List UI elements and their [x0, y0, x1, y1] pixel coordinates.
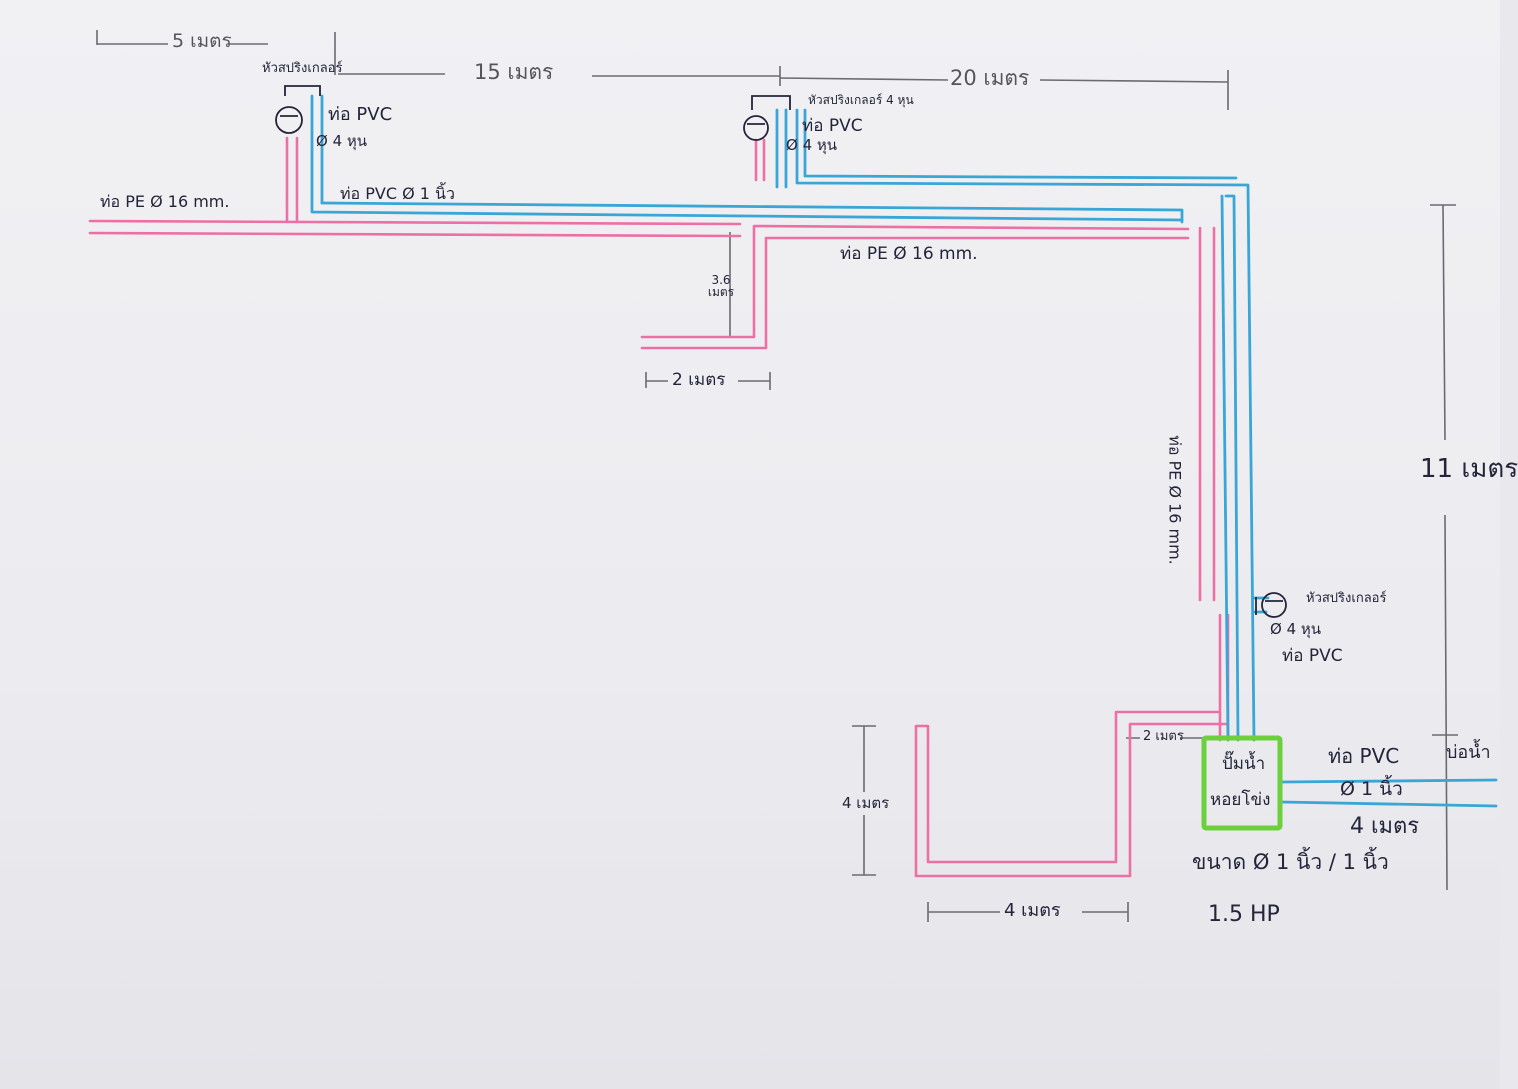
- pe-pipe-network: [88, 136, 1230, 878]
- dimension-lines: [96, 30, 1458, 922]
- pe-pipe-drop-left: [285, 136, 299, 223]
- sprinkler-3-label: หัวสปริงเกลอร์: [1306, 591, 1387, 606]
- pipe-pe-left-label: ท่อ PE Ø 16 mm.: [100, 192, 230, 211]
- pvc-pipe-mid-riser: [775, 108, 788, 189]
- dim-label-lower-left: 4 เมตร: [842, 794, 890, 812]
- pe-pipe-main-left: [88, 219, 742, 238]
- pump-box: [1201, 735, 1283, 831]
- sprinkler-heads: [275, 85, 1287, 618]
- dim-label-top-right: 20 เมตร: [950, 66, 1030, 90]
- sprinkler-2-size-label: Ø 4 หุน: [786, 136, 838, 154]
- dim-line-top-mid: [334, 32, 781, 86]
- dim-line-top-left: [96, 30, 268, 45]
- pe-pipe-lower-loop: [914, 710, 1230, 878]
- dim-label-lower-link: 2 เมตร: [1143, 729, 1184, 744]
- dim-label-top-left: 5 เมตร: [172, 30, 232, 52]
- dim-line-lower-bottom: [927, 902, 1129, 922]
- pvc-pipe-left-riser: [310, 94, 1184, 222]
- dim-line-lower-left-vertical: [852, 725, 876, 876]
- dim-label-branch-short: 2 เมตร: [672, 370, 726, 390]
- dim-label-branch-height: 3.6 เมตร: [707, 273, 735, 299]
- dim-label-top-mid: 15 เมตร: [474, 60, 554, 84]
- pipe-pe-right-label: ท่อ PE Ø 16 mm.: [840, 244, 978, 264]
- sprinkler-2-pipe-label: ท่อ PVC: [802, 116, 863, 136]
- pvc-pipe-network: [310, 94, 1498, 808]
- pvc-pipe-right-riser: [795, 108, 1256, 742]
- pump-label-line2: หอยโข่ง: [1210, 790, 1271, 810]
- sprinkler-3-size-label: Ø 4 หุน: [1270, 620, 1322, 638]
- pump-power-label: 1.5 HP: [1208, 902, 1280, 927]
- sprinkler-3-pipe-label: ท่อ PVC: [1282, 646, 1343, 666]
- dim-line-branch-short: [645, 372, 771, 390]
- pvc-pipe-main-vertical: [1220, 194, 1240, 742]
- sprinkler-1-size-label: Ø 4 หุน: [316, 132, 368, 150]
- pipe-pe-vertical-label: ท่อ PE Ø 16 mm.: [1165, 435, 1185, 565]
- dim-label-outlet-length: 4 เมตร: [1350, 814, 1420, 839]
- outlet-pipe-label: ท่อ PVC: [1328, 744, 1400, 768]
- pipe-pvc-main-label: ท่อ PVC Ø 1 นิ้ว: [340, 184, 455, 203]
- sprinkler-head-1: [275, 85, 321, 134]
- pe-pipe-vertical-right: [1198, 226, 1230, 724]
- outlet-size-label: Ø 1 นิ้ว: [1340, 778, 1403, 800]
- dim-line-top-right: [779, 70, 1229, 110]
- pvc-pipe-outlet: [1280, 778, 1498, 808]
- sprinkler-2-label: หัวสปริงเกลอร์ 4 หุน: [808, 93, 914, 107]
- dim-line-right-vertical: [1430, 204, 1458, 891]
- pump-label-line1: ปั๊มน้ำ: [1222, 754, 1266, 774]
- pump-size-label: ขนาด Ø 1 นิ้ว / 1 นิ้ว: [1192, 850, 1389, 874]
- sprinkler-head-3: [1255, 592, 1287, 618]
- sprinkler-1-label: หัวสปริงเกลอร์: [262, 61, 343, 76]
- well-label: บ่อน้ำ: [1446, 742, 1491, 763]
- pe-pipe-branch: [640, 224, 1190, 350]
- sprinkler-head-2: [743, 95, 791, 141]
- pe-pipe-drop-mid: [754, 138, 766, 182]
- pvc-pipe-top-run: [320, 201, 1184, 224]
- dim-label-lower-bottom: 4 เมตร: [1004, 900, 1061, 921]
- sprinkler-1-pipe-label: ท่อ PVC: [328, 104, 393, 125]
- dim-label-right-vertical: 11 เมตร: [1420, 454, 1518, 484]
